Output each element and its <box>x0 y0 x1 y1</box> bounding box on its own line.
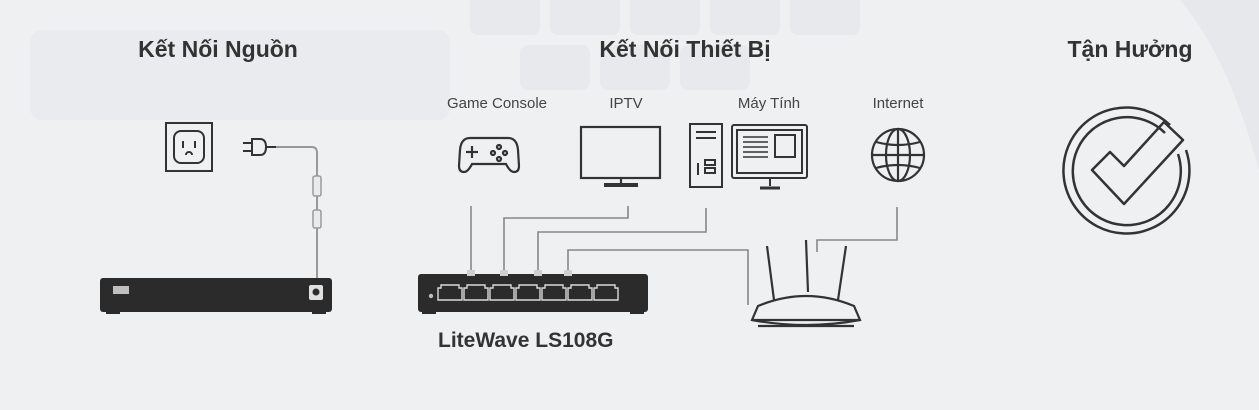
tv-icon <box>579 125 662 187</box>
wall-outlet-icon <box>165 122 213 172</box>
heading-connect-devices: Kết Nối Thiết Bị <box>599 36 771 62</box>
port-plugs <box>467 270 572 276</box>
label-internet: Internet <box>872 95 924 112</box>
monitor-icon <box>731 124 808 190</box>
router-icon <box>750 239 862 328</box>
cable-ferrite <box>312 175 322 197</box>
switch-back-view <box>100 278 332 314</box>
cable-ferrite <box>312 209 322 229</box>
ethernet-port-icon <box>437 284 619 301</box>
desktop-tower-icon <box>689 123 723 188</box>
label-game-console: Game Console <box>446 95 548 112</box>
gamepad-icon <box>457 136 521 174</box>
globe-icon <box>870 127 926 183</box>
label-iptv: IPTV <box>609 95 643 112</box>
power-cable <box>276 146 318 280</box>
heading-enjoy: Tận Hưởng <box>1067 36 1193 62</box>
checkmark-circle-icon <box>1062 106 1191 235</box>
power-plug-icon <box>243 138 276 156</box>
label-computer: Máy Tính <box>737 95 801 112</box>
heading-power: Kết Nối Nguồn <box>138 36 298 62</box>
product-name: LiteWave LS108G <box>438 329 614 352</box>
ethernet-cables <box>470 206 898 305</box>
